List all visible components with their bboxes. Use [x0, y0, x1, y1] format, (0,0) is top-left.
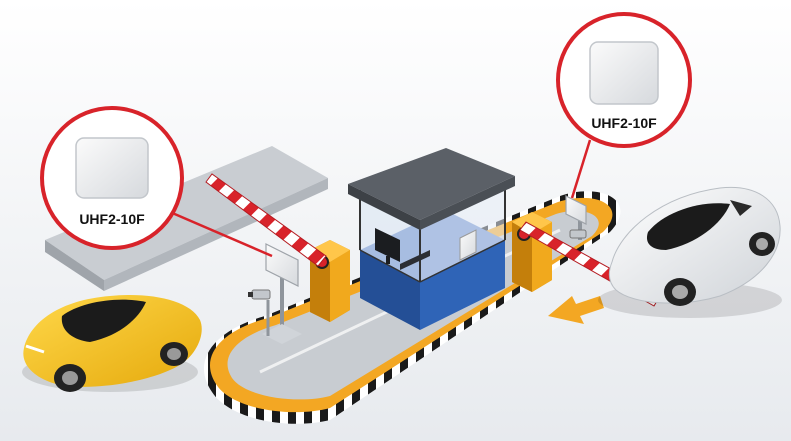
white-sports-car	[598, 186, 782, 318]
callout-left: UHF2-10F	[40, 106, 184, 250]
rfid-reader-panel-icon	[75, 137, 149, 199]
rfid-reader-panel-icon	[262, 243, 302, 344]
yellow-sports-car	[22, 295, 202, 392]
callout-label-right: UHF2-10F	[591, 115, 657, 131]
right-barrier-post	[512, 212, 552, 292]
computer-monitor-icon	[375, 228, 430, 270]
left-barrier-arm	[205, 173, 327, 267]
security-camera-icon	[248, 289, 271, 336]
direction-arrow-icon	[548, 296, 604, 324]
security-camera-icon	[569, 229, 587, 239]
callout-right: UHF2-10F	[556, 12, 692, 148]
callout-label-left: UHF2-10F	[79, 211, 145, 227]
toll-booth	[348, 148, 515, 330]
rfid-reader-panel-icon	[589, 41, 659, 105]
callout-leader-lines	[169, 139, 592, 258]
